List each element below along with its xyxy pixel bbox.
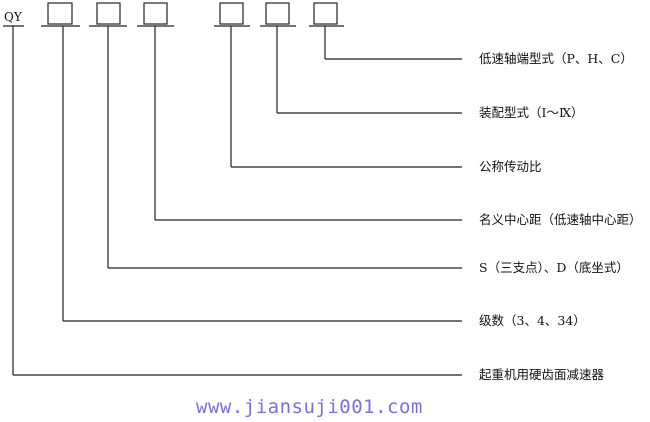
slot-box-2 bbox=[96, 2, 121, 25]
slot-box-4 bbox=[219, 2, 244, 25]
label-nominal-ratio: 公称传动比 bbox=[479, 159, 542, 174]
website-watermark: www.jiansuji001.com bbox=[196, 396, 423, 418]
label-stages: 级数（3、4、34） bbox=[479, 313, 586, 328]
label-product-name: 起重机用硬齿面减速器 bbox=[479, 367, 605, 382]
slot-box-6 bbox=[313, 2, 338, 25]
prefix-code: QY bbox=[4, 10, 22, 24]
label-assembly-type: 装配型式（Ⅰ～Ⅸ） bbox=[479, 105, 584, 120]
slot-box-3 bbox=[143, 2, 168, 25]
slot-box-5 bbox=[265, 2, 290, 25]
label-mount-type: S（三支点）、D（底坐式） bbox=[479, 260, 629, 275]
slot-box-1 bbox=[47, 2, 73, 25]
label-nominal-center-distance: 名义中心距（低速轴中心距） bbox=[479, 212, 642, 227]
label-low-speed-shaft-end-type: 低速轴端型式（P、H、C） bbox=[479, 51, 633, 66]
